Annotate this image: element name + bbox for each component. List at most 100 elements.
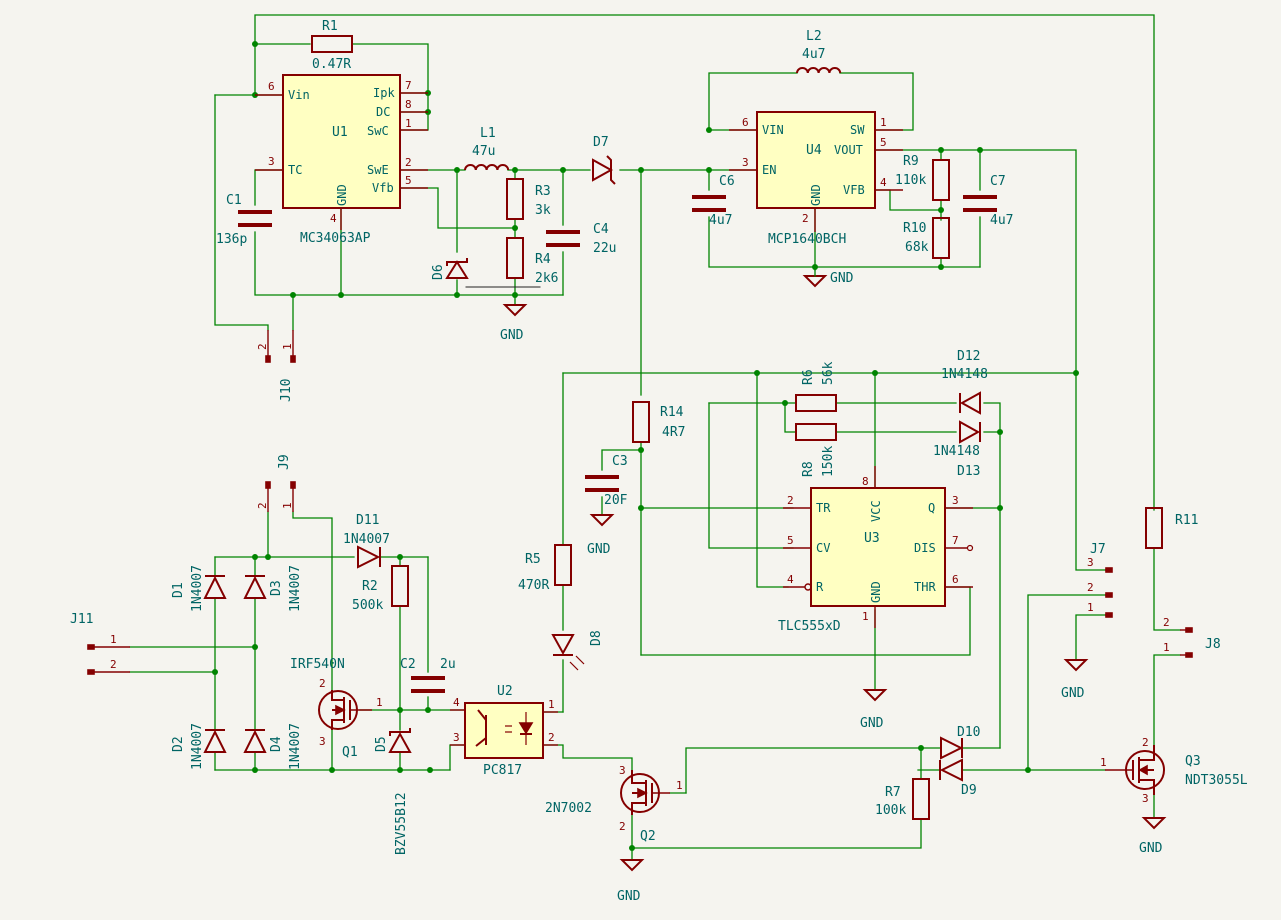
q3-value: NDT3055L <box>1185 773 1248 788</box>
u2-pin-number: 3 <box>453 731 460 744</box>
d11-diode[interactable]: D11 1N4007 <box>343 513 390 569</box>
c4-ref: C4 <box>593 222 609 237</box>
r6-value: 56k <box>821 361 836 385</box>
u4-pin-label: VIN <box>762 123 784 137</box>
j9-connector[interactable]: 2 1 J9 <box>256 454 296 512</box>
c4-capacitor[interactable]: C4 22u <box>546 222 616 256</box>
c6-value: 4u7 <box>709 213 732 228</box>
q2-ref: Q2 <box>640 829 656 844</box>
c2-value: 2u <box>440 657 456 672</box>
d5-zener-diode[interactable]: D5 BZV55B12 <box>374 728 412 855</box>
u1-pin-label: SwC <box>367 124 389 138</box>
d13-value: 1N4148 <box>933 444 980 459</box>
r9-value: 110k <box>895 173 926 188</box>
l2-inductor[interactable]: L2 4u7 <box>796 29 842 74</box>
r2-resistor[interactable]: R2 500k <box>352 565 409 613</box>
gnd-label: GND <box>1139 841 1163 856</box>
l2-value: 4u7 <box>802 47 825 62</box>
c7-capacitor[interactable]: C7 4u7 <box>963 174 1013 228</box>
q3-pin-number: 1 <box>1100 756 1107 769</box>
r5-value: 470R <box>518 578 549 593</box>
r9-ref: R9 <box>903 154 919 169</box>
u3-pin-label: Q <box>928 501 935 515</box>
d9-diode[interactable]: D9 <box>939 758 977 798</box>
c2-ref: C2 <box>400 657 416 672</box>
j10-connector[interactable]: 2 1 J10 <box>256 330 296 402</box>
d2-diode[interactable]: D2 1N4007 <box>171 723 227 770</box>
q2-pin-number: 1 <box>676 779 683 792</box>
d3-value: 1N4007 <box>288 565 303 612</box>
u1-pin-label: DC <box>376 105 390 119</box>
d11-value: 1N4007 <box>343 532 390 547</box>
q3-mosfet[interactable]: 1 2 3 Q3 NDT3055L <box>1100 736 1248 805</box>
l1-inductor[interactable]: L1 47u <box>464 126 510 171</box>
j9-pin-number: 2 <box>256 502 269 509</box>
c2-capacitor[interactable]: C2 2u <box>400 657 456 693</box>
r14-resistor[interactable]: R14 4R7 <box>632 401 685 443</box>
d10-diode[interactable]: D10 <box>940 725 980 760</box>
gnd-symbol: GND <box>587 514 615 557</box>
gnd-label: GND <box>617 889 641 904</box>
q1-mosfet[interactable]: 1 2 3 IRF540N Q1 <box>290 657 383 760</box>
u1-mc34063-chip[interactable]: Vin TC Ipk DC SwC SwE Vfb GND 6 3 7 8 1 … <box>255 74 428 246</box>
d8-led[interactable]: D8 <box>551 630 604 671</box>
c7-ref: C7 <box>990 174 1006 189</box>
d6-ref: D6 <box>431 264 446 280</box>
r4-resistor[interactable]: R4 2k6 <box>506 237 558 286</box>
j11-connector[interactable]: 1 2 J11 <box>70 612 130 675</box>
r1-resistor[interactable]: R1 0.47R <box>311 19 353 72</box>
c1-value: 136p <box>216 232 247 247</box>
d6-zener-diode[interactable]: D6 <box>431 258 469 280</box>
d12-value: 1N4148 <box>941 367 988 382</box>
j8-ref: J8 <box>1205 637 1221 652</box>
d13-diode[interactable]: 1N4148 D13 <box>933 420 981 479</box>
c3-value: 20F <box>604 493 628 508</box>
r5-resistor[interactable]: R5 470R <box>518 544 572 593</box>
j9-ref: J9 <box>277 454 292 470</box>
c6-capacitor[interactable]: C6 4u7 <box>692 174 735 228</box>
q2-mosfet[interactable]: 1 3 2 2N7002 Q2 <box>545 764 683 844</box>
d7-schottky-diode[interactable]: D7 <box>592 135 616 185</box>
q1-pin-number: 3 <box>319 735 326 748</box>
d3-diode[interactable]: D3 1N4007 <box>243 565 303 612</box>
u4-pin-number: 1 <box>880 116 887 129</box>
u3-pin-number: 5 <box>787 534 794 547</box>
c3-capacitor[interactable]: C3 20F <box>585 454 628 508</box>
j8-pin-number: 2 <box>1163 616 1170 629</box>
u4-pin-label: VFB <box>843 183 865 197</box>
u4-mcp1640-chip[interactable]: VIN EN SW VOUT VFB GND 6 3 1 5 4 2 U4 MC… <box>729 111 903 247</box>
j11-pin-number: 2 <box>110 658 117 671</box>
u3-pin-label: TR <box>816 501 831 515</box>
d3-ref: D3 <box>269 580 284 596</box>
j8-connector[interactable]: 2 1 J8 <box>1163 616 1221 658</box>
gnd-label: GND <box>587 542 611 557</box>
d12-ref: D12 <box>957 349 980 364</box>
r3-resistor[interactable]: R3 3k <box>506 178 551 220</box>
q3-pin-number: 3 <box>1142 792 1149 805</box>
r8-value: 150k <box>821 446 836 477</box>
u3-pin-label: GND <box>869 581 883 603</box>
gnd-label: GND <box>1061 686 1085 701</box>
l2-ref: L2 <box>806 29 822 44</box>
r6-resistor[interactable]: R6 56k <box>795 361 837 412</box>
r8-resistor[interactable]: R8 150k <box>795 423 837 477</box>
u3-tlc555-chip[interactable]: TR CV R VCC Q DIS THR GND 2 5 4 8 3 7 6 … <box>778 466 974 634</box>
d1-diode[interactable]: D1 1N4007 <box>171 565 227 612</box>
r2-ref: R2 <box>362 579 378 594</box>
d12-diode[interactable]: D12 1N4148 <box>941 349 988 415</box>
gnd-symbol: GND <box>802 266 854 288</box>
q3-pin-number: 2 <box>1142 736 1149 749</box>
gnd-symbol: GND <box>1061 659 1089 701</box>
r11-resistor[interactable]: R11 <box>1145 507 1198 549</box>
d2-value: 1N4007 <box>190 723 205 770</box>
r1-value: 0.47R <box>312 57 351 72</box>
d4-diode[interactable]: D4 1N4007 <box>243 723 303 770</box>
r7-resistor[interactable]: R7 100k <box>875 778 930 820</box>
r9-resistor[interactable]: R9 110k <box>895 154 950 201</box>
r10-resistor[interactable]: R10 68k <box>903 217 950 259</box>
u1-ref: U1 <box>332 125 348 140</box>
c1-capacitor[interactable]: C1 136p <box>216 193 272 247</box>
u2-optocoupler[interactable]: 4 3 1 2 U2 PC817 <box>450 684 558 778</box>
j7-connector[interactable]: 3 2 1 J7 <box>1087 542 1113 618</box>
u3-pin-label: THR <box>914 580 936 594</box>
